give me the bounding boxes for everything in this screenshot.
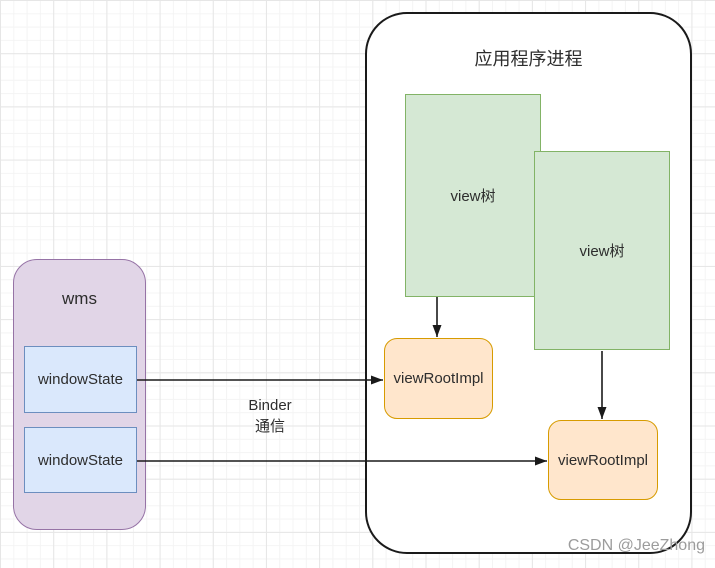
view-root-impl-node-2: viewRootImpl	[548, 420, 658, 500]
wms-title: wms	[62, 289, 97, 308]
binder-label-line2: 通信	[254, 418, 285, 435]
app-process-title: 应用程序进程	[474, 49, 583, 69]
view-tree-node-2: view树	[534, 151, 670, 350]
watermark-text: CSDN @JeeZhong	[567, 537, 705, 554]
window-state-node-1: windowState	[24, 346, 137, 413]
binder-communication-label: Binder 通信	[200, 394, 340, 438]
binder-label-line1: Binder	[248, 397, 292, 414]
view-root-impl-node-1: viewRootImpl	[384, 338, 493, 419]
window-state-node-2: windowState	[24, 427, 137, 493]
view-tree-node-1: view树	[405, 94, 541, 297]
